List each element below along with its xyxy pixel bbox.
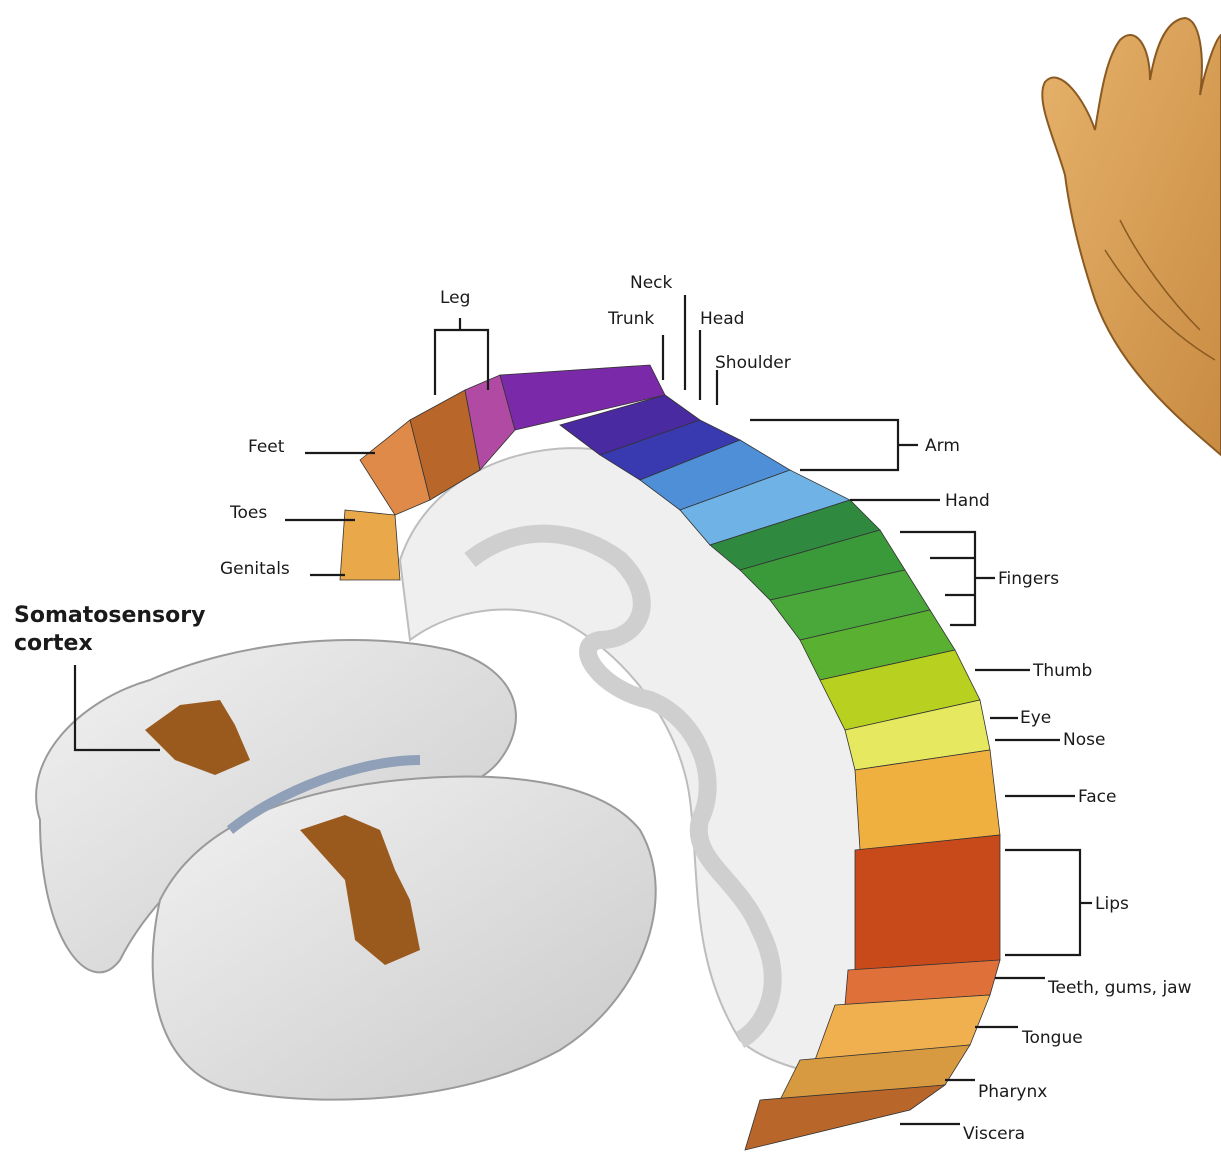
cortex-title: Somatosensory cortex — [14, 603, 205, 656]
label-trunk: Trunk — [607, 309, 654, 329]
hand-illustration — [1042, 18, 1221, 455]
label-hand: Hand — [945, 491, 990, 511]
label-neck: Neck — [630, 273, 673, 293]
title-line-1: Somatosensory — [14, 603, 205, 628]
label-lips: Lips — [1095, 894, 1129, 914]
label-nose: Nose — [1063, 730, 1105, 750]
label-pharynx: Pharynx — [978, 1082, 1047, 1102]
label-thumb: Thumb — [1032, 661, 1092, 681]
title-line-2: cortex — [14, 631, 93, 656]
label-viscera: Viscera — [963, 1124, 1025, 1144]
label-teeth-gums-jaw: Teeth, gums, jaw — [1047, 978, 1192, 998]
label-head: Head — [700, 309, 744, 329]
label-tongue: Tongue — [1021, 1028, 1083, 1048]
brain-illustration — [36, 640, 656, 1100]
band-lips — [855, 835, 1000, 970]
label-genitals: Genitals — [220, 559, 290, 579]
label-shoulder: Shoulder — [715, 353, 791, 373]
label-leg: Leg — [440, 288, 470, 308]
band-viscera — [745, 1085, 945, 1150]
label-fingers: Fingers — [998, 569, 1059, 589]
label-feet: Feet — [248, 437, 285, 457]
label-eye: Eye — [1020, 708, 1051, 728]
label-arm: Arm — [925, 436, 960, 456]
label-face: Face — [1078, 787, 1116, 807]
label-toes: Toes — [229, 503, 267, 523]
